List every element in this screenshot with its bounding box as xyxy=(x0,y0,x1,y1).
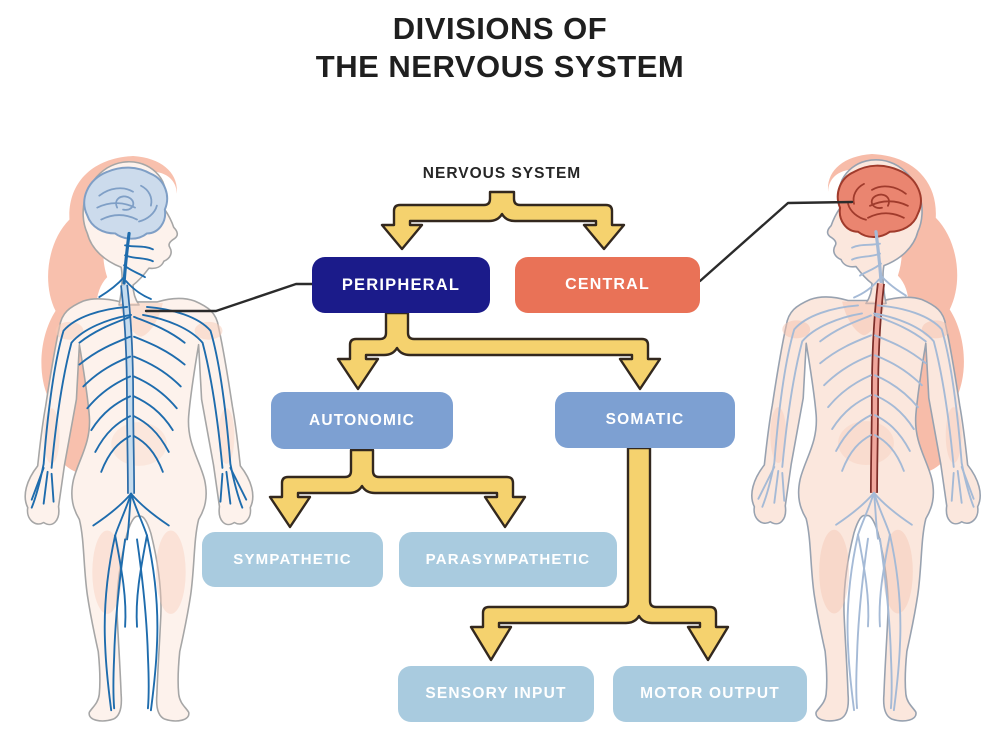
branch-arrow-nervous-system xyxy=(380,190,626,251)
node-motor-output: MOTOR OUTPUT xyxy=(613,666,807,722)
node-nervous-system-label: NERVOUS SYSTEM xyxy=(422,165,582,182)
branch-arrow-autonomic xyxy=(268,448,527,529)
branch-arrow-peripheral xyxy=(336,311,662,391)
node-sympathetic: SYMPATHETIC xyxy=(202,532,383,587)
node-sensory-input: SENSORY INPUT xyxy=(398,666,594,722)
node-autonomic: AUTONOMIC xyxy=(271,392,453,449)
right-figure-callout-line xyxy=(698,200,854,283)
node-somatic: SOMATIC xyxy=(555,392,735,448)
branch-arrow-somatic xyxy=(469,446,730,662)
node-peripheral: PERIPHERAL xyxy=(312,257,490,313)
page-title-line1: DIVISIONS OF xyxy=(392,11,608,46)
node-central: CENTRAL xyxy=(515,257,700,313)
page-title: DIVISIONS OF THE NERVOUS SYSTEM xyxy=(0,10,1000,86)
page-title-line2: THE NERVOUS SYSTEM xyxy=(315,49,685,84)
left-figure-callout-line xyxy=(144,282,316,313)
node-parasympathetic: PARASYMPATHETIC xyxy=(399,532,617,587)
